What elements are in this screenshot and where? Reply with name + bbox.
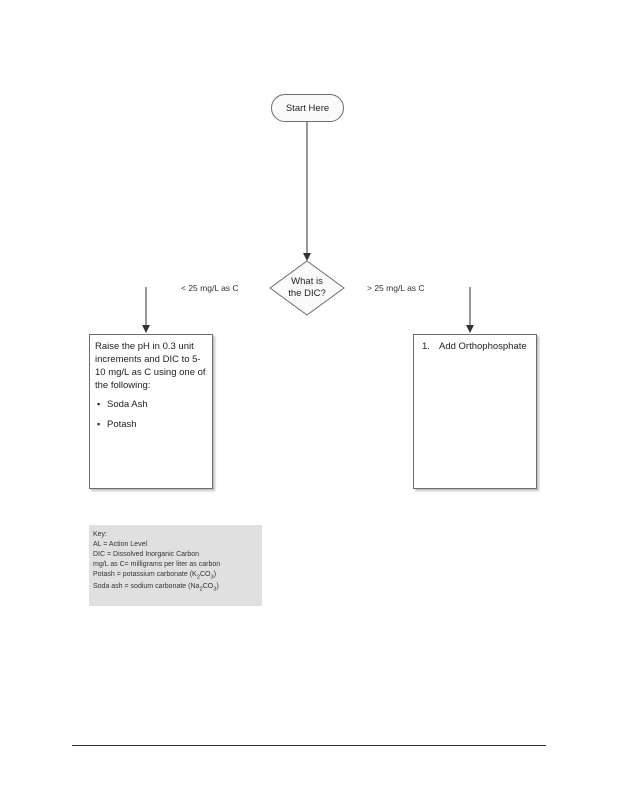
right-action-box: 1. Add Orthophosphate xyxy=(413,334,537,489)
right-branch-label: > 25 mg/L as C xyxy=(367,283,425,293)
start-label: Start Here xyxy=(285,102,330,114)
chemical-options-list: Soda Ash Potash xyxy=(95,398,208,431)
step-number: 1. xyxy=(422,341,430,352)
option-potash: Potash xyxy=(97,418,208,431)
decision-diamond xyxy=(269,260,345,316)
key-line-dic: DIC = Dissolved Inorganic Carbon xyxy=(93,551,200,558)
action-step: 1. Add Orthophosphate xyxy=(419,340,532,353)
left-branch-label: < 25 mg/L as C xyxy=(181,283,239,293)
decision-line-2: the DIC? xyxy=(288,288,326,299)
start-node: Start Here xyxy=(271,94,344,122)
decision-line-1: What is xyxy=(291,276,323,287)
option-soda-ash: Soda Ash xyxy=(97,398,208,411)
decision-node: What is the DIC? xyxy=(277,271,337,305)
left-action-text: Raise the pH in 0.3 unit increments and … xyxy=(95,341,206,391)
left-action-box: Raise the pH in 0.3 unit increments and … xyxy=(89,334,213,489)
key-line-al: AL = Action Level xyxy=(93,541,148,548)
key-line-potash: Potash = potassium carbonate (K2CO3) xyxy=(93,571,217,581)
step-text: Add Orthophosphate xyxy=(439,341,527,352)
key-legend: Key: AL = Action Level DIC = Dissolved I… xyxy=(89,525,262,606)
key-line-mgl: mg/L as C= milligrams per liter as carbo… xyxy=(93,561,221,568)
key-line-soda-ash: Soda ash = sodium carbonate (Na2CO3) xyxy=(93,583,219,593)
footer-rule xyxy=(72,745,546,746)
key-title: Key: xyxy=(93,531,108,538)
